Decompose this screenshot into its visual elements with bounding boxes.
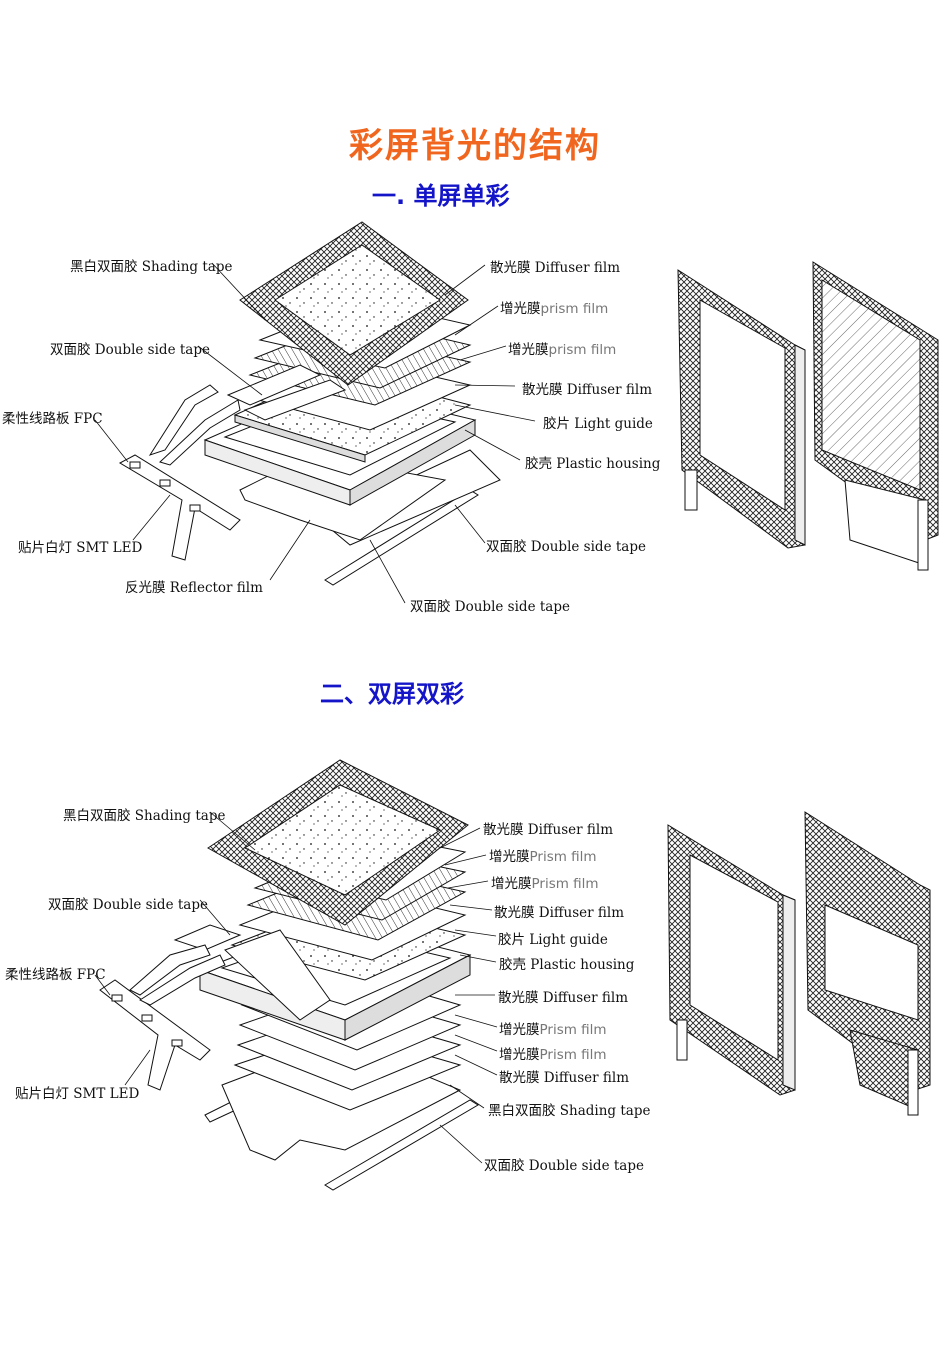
label2-housing: 胶壳 Plastic housing — [499, 957, 635, 973]
label-prism-1: 增光膜prism film — [500, 301, 609, 317]
page-title: 彩屏背光的结构 — [349, 126, 601, 166]
label2-fpc: 柔性线路板 FPC — [5, 967, 106, 983]
label-reflector: 反光膜 Reflector film — [125, 580, 263, 596]
smt-led-2 — [159, 479, 171, 487]
smt-led-2-2 — [141, 1014, 153, 1022]
label2-prism-4: 增光膜Prism film — [499, 1047, 607, 1063]
bottom-double-tape-2 — [324, 1099, 479, 1191]
assembled-view-dual-front — [667, 824, 796, 1096]
label-double-tape-bottom: 双面胶 Double side tape — [410, 599, 570, 615]
label-housing: 胶壳 Plastic housing — [525, 456, 661, 472]
label2-diffuser-4: 散光膜 Diffuser film — [499, 1070, 630, 1086]
label-diffuser-top: 散光膜 Diffuser film — [490, 260, 621, 276]
label2-prism-3: 增光膜Prism film — [499, 1022, 607, 1038]
exploded-view-dual — [99, 759, 479, 1191]
label2-diffuser-2: 散光膜 Diffuser film — [494, 905, 625, 921]
label2-light-guide: 胶片 Light guide — [498, 932, 608, 948]
label-prism-2: 增光膜prism film — [508, 342, 617, 358]
assembled-view-dual-back — [804, 811, 931, 1116]
section-heading-single: 一. 单屏单彩 — [372, 182, 510, 210]
label2-prism-2: 增光膜Prism film — [491, 876, 599, 892]
label-double-tape-top: 双面胶 Double side tape — [50, 342, 210, 358]
leader-lines-1 — [94, 262, 536, 604]
assembled-view-single-front — [677, 269, 806, 549]
leader-lines-2 — [94, 811, 498, 1164]
label-shading-tape: 黑白双面胶 Shading tape — [70, 259, 233, 275]
label2-shading-tape-bottom: 黑白双面胶 Shading tape — [488, 1103, 651, 1119]
label-light-guide: 胶片 Light guide — [543, 416, 653, 432]
label2-diffuser-3: 散光膜 Diffuser film — [498, 990, 629, 1006]
label2-prism-1: 增光膜Prism film — [489, 849, 597, 865]
smt-led-2-1 — [111, 994, 123, 1002]
label2-double-tape-bottom: 双面胶 Double side tape — [484, 1158, 644, 1174]
label2-smt-led: 贴片白灯 SMT LED — [15, 1086, 140, 1102]
label-smt-led: 贴片白灯 SMT LED — [18, 540, 143, 556]
bottom-double-tape — [324, 489, 479, 586]
smt-led-1 — [129, 461, 141, 469]
smt-led-2-3 — [171, 1039, 183, 1047]
top-double-tape — [226, 364, 322, 406]
label-fpc: 柔性线路板 FPC — [2, 411, 103, 427]
label-diffuser-2: 散光膜 Diffuser film — [522, 382, 653, 398]
label2-diffuser-top: 散光膜 Diffuser film — [483, 822, 614, 838]
label-double-tape-right: 双面胶 Double side tape — [486, 539, 646, 555]
section-heading-dual: 二、双屏双彩 — [320, 680, 464, 708]
assembled-view-single-back — [812, 261, 939, 571]
smt-led-3 — [189, 504, 201, 512]
label2-double-tape-top: 双面胶 Double side tape — [48, 897, 208, 913]
label2-shading-tape: 黑白双面胶 Shading tape — [63, 808, 226, 824]
exploded-view-single — [118, 221, 501, 586]
top-double-tape-2 — [173, 924, 242, 951]
